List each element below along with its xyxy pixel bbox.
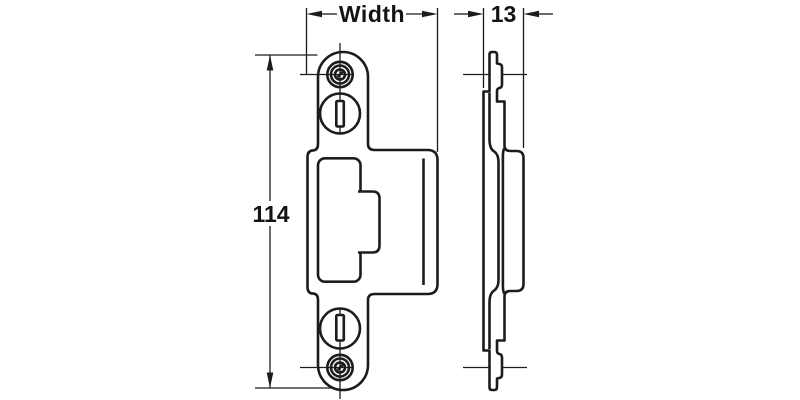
dimension-height: 114: [252, 54, 332, 389]
screw-hole-top-mid: [329, 64, 351, 85]
depth-arrowhead-left: [468, 10, 484, 18]
screw-hole-top-tick: [336, 70, 344, 78]
slot-hole-top: [334, 99, 346, 128]
front-view: [300, 43, 439, 399]
drawing-root: Width 114 13: [252, 1, 553, 399]
height-arrowhead-down: [266, 372, 274, 388]
side-pocket-mouth-line: [501, 147, 506, 295]
screw-hole-bottom-pilot: [333, 361, 347, 374]
screw-hole-top-countersink: [325, 60, 354, 89]
dimension-depth: 13: [454, 1, 553, 148]
latch-pocket: [358, 190, 381, 254]
height-arrowhead-up: [266, 55, 274, 71]
slot-boss-top: [318, 92, 362, 135]
side-crank-line: [488, 93, 500, 349]
screw-hole-top-pilot: [333, 68, 347, 81]
screw-hole-bottom-countersink: [325, 353, 354, 382]
screw-hole-bottom-tick: [336, 363, 344, 371]
slot-hole-bottom: [334, 313, 346, 342]
width-arrowhead-left: [306, 10, 322, 18]
dimension-width: Width: [305, 1, 439, 152]
depth-dimension-label: 13: [491, 1, 517, 27]
depth-arrowhead-right: [523, 10, 539, 18]
height-dimension-label: 114: [252, 201, 289, 227]
slot-boss-bottom: [318, 307, 362, 350]
side-view: [463, 50, 527, 392]
width-dimension-label: Width: [339, 1, 405, 27]
width-arrowhead-right: [422, 10, 438, 18]
screw-hole-bottom-mid: [329, 357, 351, 378]
